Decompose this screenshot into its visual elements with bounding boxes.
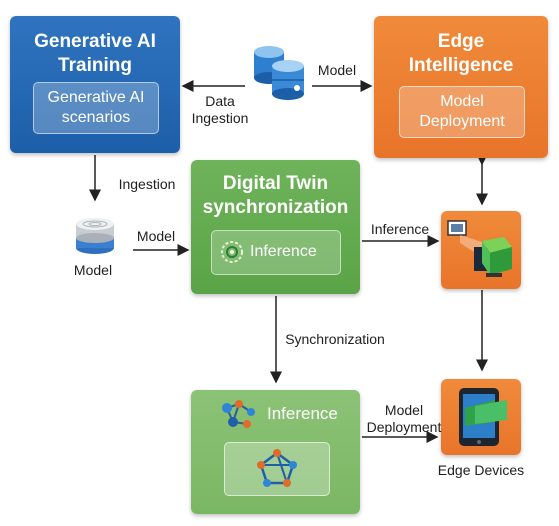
bottom-inner-panel bbox=[224, 442, 330, 496]
digital-twin-title-line2: synchronization bbox=[202, 197, 349, 218]
model-deployment-box: Model Deployment bbox=[399, 86, 525, 138]
label-inference-right: Inference bbox=[370, 221, 430, 237]
database-icon bbox=[254, 46, 304, 100]
model-deployment-line1: Model bbox=[440, 93, 484, 110]
model-deployment-line2: Deployment bbox=[419, 113, 505, 130]
generative-ai-title-line1: Generative AI bbox=[34, 31, 156, 52]
label-model-icon: Model bbox=[73, 262, 113, 278]
edge-devices-box bbox=[441, 379, 521, 455]
tablet-icon bbox=[459, 388, 507, 446]
label-model-deployment-line1: Model bbox=[384, 402, 424, 418]
label-model-arrow: Model bbox=[136, 228, 176, 244]
label-data-ingestion-line2: Ingestion bbox=[191, 110, 249, 126]
neural-network-icon bbox=[221, 241, 243, 263]
twin-inference-label: Inference bbox=[250, 243, 317, 260]
label-data-ingestion-line1: Data bbox=[205, 93, 235, 109]
digital-twin-title-line1: Digital Twin bbox=[222, 173, 329, 194]
model-disk-icon bbox=[76, 218, 114, 254]
label-ingestion: Ingestion bbox=[118, 176, 176, 192]
twin-inference-box: Inference bbox=[211, 230, 341, 275]
label-synchronization: Synchronization bbox=[285, 331, 385, 347]
generative-ai-scenarios-line1: Generative AI bbox=[47, 89, 145, 106]
digital-twin-box: Digital Twin synchronization Inference bbox=[191, 160, 360, 294]
computer-cube-icon bbox=[447, 220, 512, 277]
generative-ai-scenarios-box: Generative AI scenarios bbox=[33, 82, 159, 134]
generative-ai-title-line2: Training bbox=[58, 55, 132, 76]
label-model-top: Model bbox=[317, 62, 357, 78]
edge-intelligence-title-line1: Edge bbox=[437, 31, 485, 52]
bottom-inference-box: Inference bbox=[191, 390, 360, 514]
network-graph-icon bbox=[257, 449, 297, 487]
generative-ai-training-box: Generative AI Training Generative AI sce… bbox=[10, 16, 180, 153]
edge-intelligence-title-line2: Intelligence bbox=[408, 55, 514, 76]
bottom-inference-label: Inference bbox=[267, 404, 338, 423]
generative-ai-scenarios-line2: scenarios bbox=[61, 109, 131, 126]
edge-compute-device-box bbox=[441, 211, 521, 289]
label-model-deployment-line2: Deployment bbox=[366, 419, 442, 435]
edge-intelligence-box: Edge Intelligence Model Deployment bbox=[374, 16, 548, 158]
molecule-network-icon bbox=[222, 400, 255, 428]
label-edge-devices: Edge Devices bbox=[437, 462, 525, 478]
